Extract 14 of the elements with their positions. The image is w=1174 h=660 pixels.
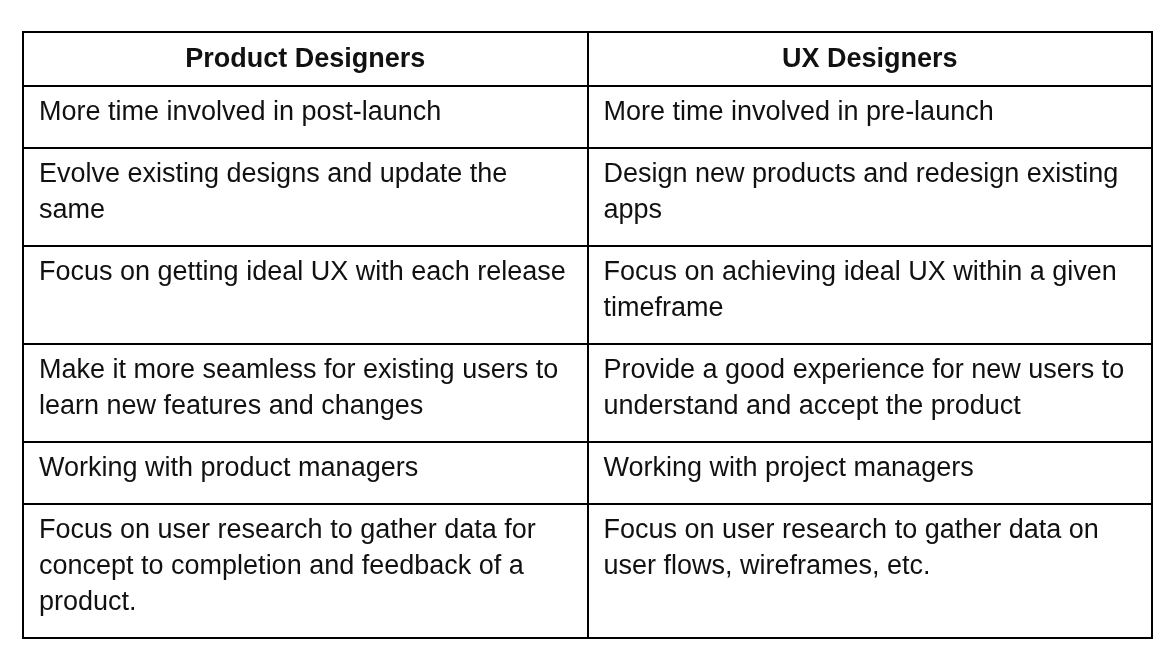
comparison-text: Focus on getting ideal UX with each release [39, 256, 566, 286]
comparison-text: Focus on achieving ideal UX within a given timeframe [603, 256, 1117, 322]
column-heading: Product Designers [185, 43, 426, 73]
comparison-text: Working with project managers [603, 452, 974, 482]
comparison-text: More time involved in pre-launch [603, 96, 994, 126]
comparison-text: Focus on user research to gather data for concept to completion and feedback of a product. [39, 514, 536, 616]
comparison-text: Make it more seamless for existing users to learn new features and changes [39, 354, 559, 420]
comparison-text: Provide a good experience for new users to understand and accept the product [603, 354, 1125, 420]
comparison-text: More time involved in post-launch [39, 96, 442, 126]
comparison-text: Focus on user research to gather data on user flows, wireframes, etc. [603, 514, 1099, 580]
comparison-text: Evolve existing designs and update the same [39, 158, 508, 224]
column-heading: UX Designers [781, 43, 958, 73]
comparison-text: Working with product managers [39, 452, 419, 482]
comparison-text: Design new products and redesign existing apps [603, 158, 1119, 224]
